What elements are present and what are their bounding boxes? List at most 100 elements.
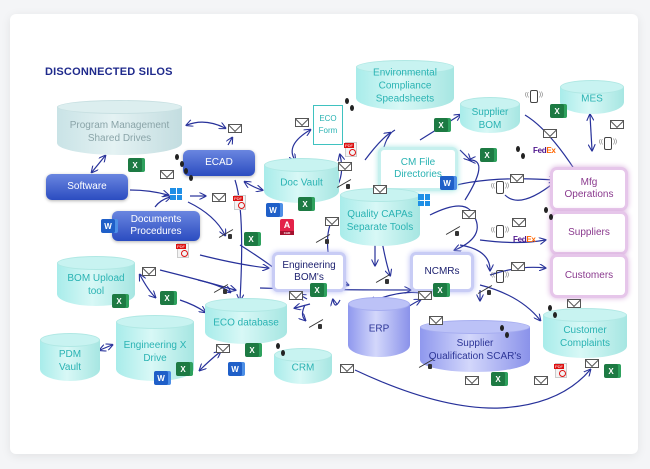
arrow [100,345,112,350]
engineering-boms[interactable]: Engineering BOM's [272,252,346,292]
arrow [504,182,555,201]
email-icon [160,170,174,179]
arrow [200,352,220,370]
phone-icon [496,270,509,283]
arrow [354,370,590,409]
word-icon: W [101,219,115,233]
excel-icon: X [160,291,174,305]
email-icon [610,120,624,129]
email-icon [534,376,548,385]
doc-vault[interactable]: Doc Vault [264,158,339,203]
signature-icon [336,178,352,190]
arrow [187,122,225,128]
excel-icon: X [434,118,448,132]
arrow [129,189,168,195]
email-icon [462,210,476,219]
signature-icon [445,225,461,237]
arrow [292,130,310,160]
email-icon [465,376,479,385]
email-icon [511,262,525,271]
excel-icon: X [244,232,258,246]
program-management-shared-drives[interactable]: Program Management Shared Drives [57,100,182,155]
fedex-logo: FedEx [513,235,536,244]
arrow [464,160,480,201]
excel-icon: X [604,364,618,378]
word-icon: W [266,203,280,217]
quality-capas-separate-tools[interactable]: Quality CAPAs Separate Tools [340,188,420,246]
email-icon [212,193,226,202]
phone-icon [530,90,543,103]
email-icon [418,291,432,300]
arrow [590,115,592,150]
arrow [333,300,341,305]
eco-database[interactable]: ECO database [205,298,287,344]
crm[interactable]: CRM [274,348,332,384]
signature-icon [375,273,391,285]
ecad-box[interactable]: ECAD [183,150,255,176]
footsteps-icon [345,98,354,112]
email-icon [510,174,524,183]
email-icon [585,359,599,368]
pdm-vault[interactable]: PDM Vault [40,333,100,381]
mfg-operations[interactable]: Mfg Operations [550,167,628,211]
customers[interactable]: Customers [550,254,628,298]
arrow [245,182,262,190]
footsteps-icon [276,343,285,357]
windows-icon [170,188,182,200]
arrow [459,244,490,270]
excel-icon: X [112,294,126,308]
email-icon [543,129,557,138]
phone-icon [496,225,509,238]
excel-icon: X [480,148,494,162]
word-icon: W [440,176,454,190]
windows-icon [418,194,430,206]
eco-form[interactable]: ECO Form [313,105,343,145]
footsteps-icon [175,154,184,168]
excel-icon: X [128,158,142,172]
email-icon [429,316,443,325]
arrow [140,275,155,297]
supplier-bom[interactable]: Supplier BOM [460,97,520,133]
arrow [154,197,170,208]
arrow [179,299,205,312]
phone-icon [496,181,509,194]
supplier-qualification-scars[interactable]: Supplier Qualification SCAR's [420,320,530,372]
signature-icon [213,283,229,295]
diagram-title: DISCONNECTED SILOS [45,66,173,78]
erp[interactable]: ERP [348,297,410,357]
email-icon [325,217,339,226]
footsteps-icon [500,325,509,339]
arrow [199,254,268,268]
fedex-logo: FedEx [533,146,556,155]
pdf-icon [233,195,246,210]
signature-icon [477,284,493,296]
suppliers[interactable]: Suppliers [550,211,628,255]
excel-icon: X [491,372,505,386]
pdf-icon [176,243,189,258]
email-icon [142,267,156,276]
email-icon [567,299,581,308]
documents-procedures-box[interactable]: Documents Procedures [112,211,200,241]
excel-icon: X [298,197,312,211]
email-icon [340,364,354,373]
arrow [364,133,390,161]
arrow [228,138,232,146]
email-icon [289,291,303,300]
software-box[interactable]: Software [46,174,128,200]
arrow [459,149,470,160]
email-icon [373,185,387,194]
arrow [479,240,545,243]
email-icon [512,218,526,227]
arrow [234,179,242,300]
customer-complaints[interactable]: Customer Complaints [543,308,627,358]
excel-icon: X [550,104,564,118]
arrow [92,156,105,172]
excel-icon: X [176,362,190,376]
mes[interactable]: MES [560,80,624,114]
pdf-icon [554,363,567,378]
email-icon [295,118,309,127]
excel-icon: X [310,283,324,297]
phone-icon [604,137,617,150]
arrow [303,304,306,320]
environmental-compliance-spreadsheets[interactable]: Environmental Compliance Speadsheets [356,60,454,110]
